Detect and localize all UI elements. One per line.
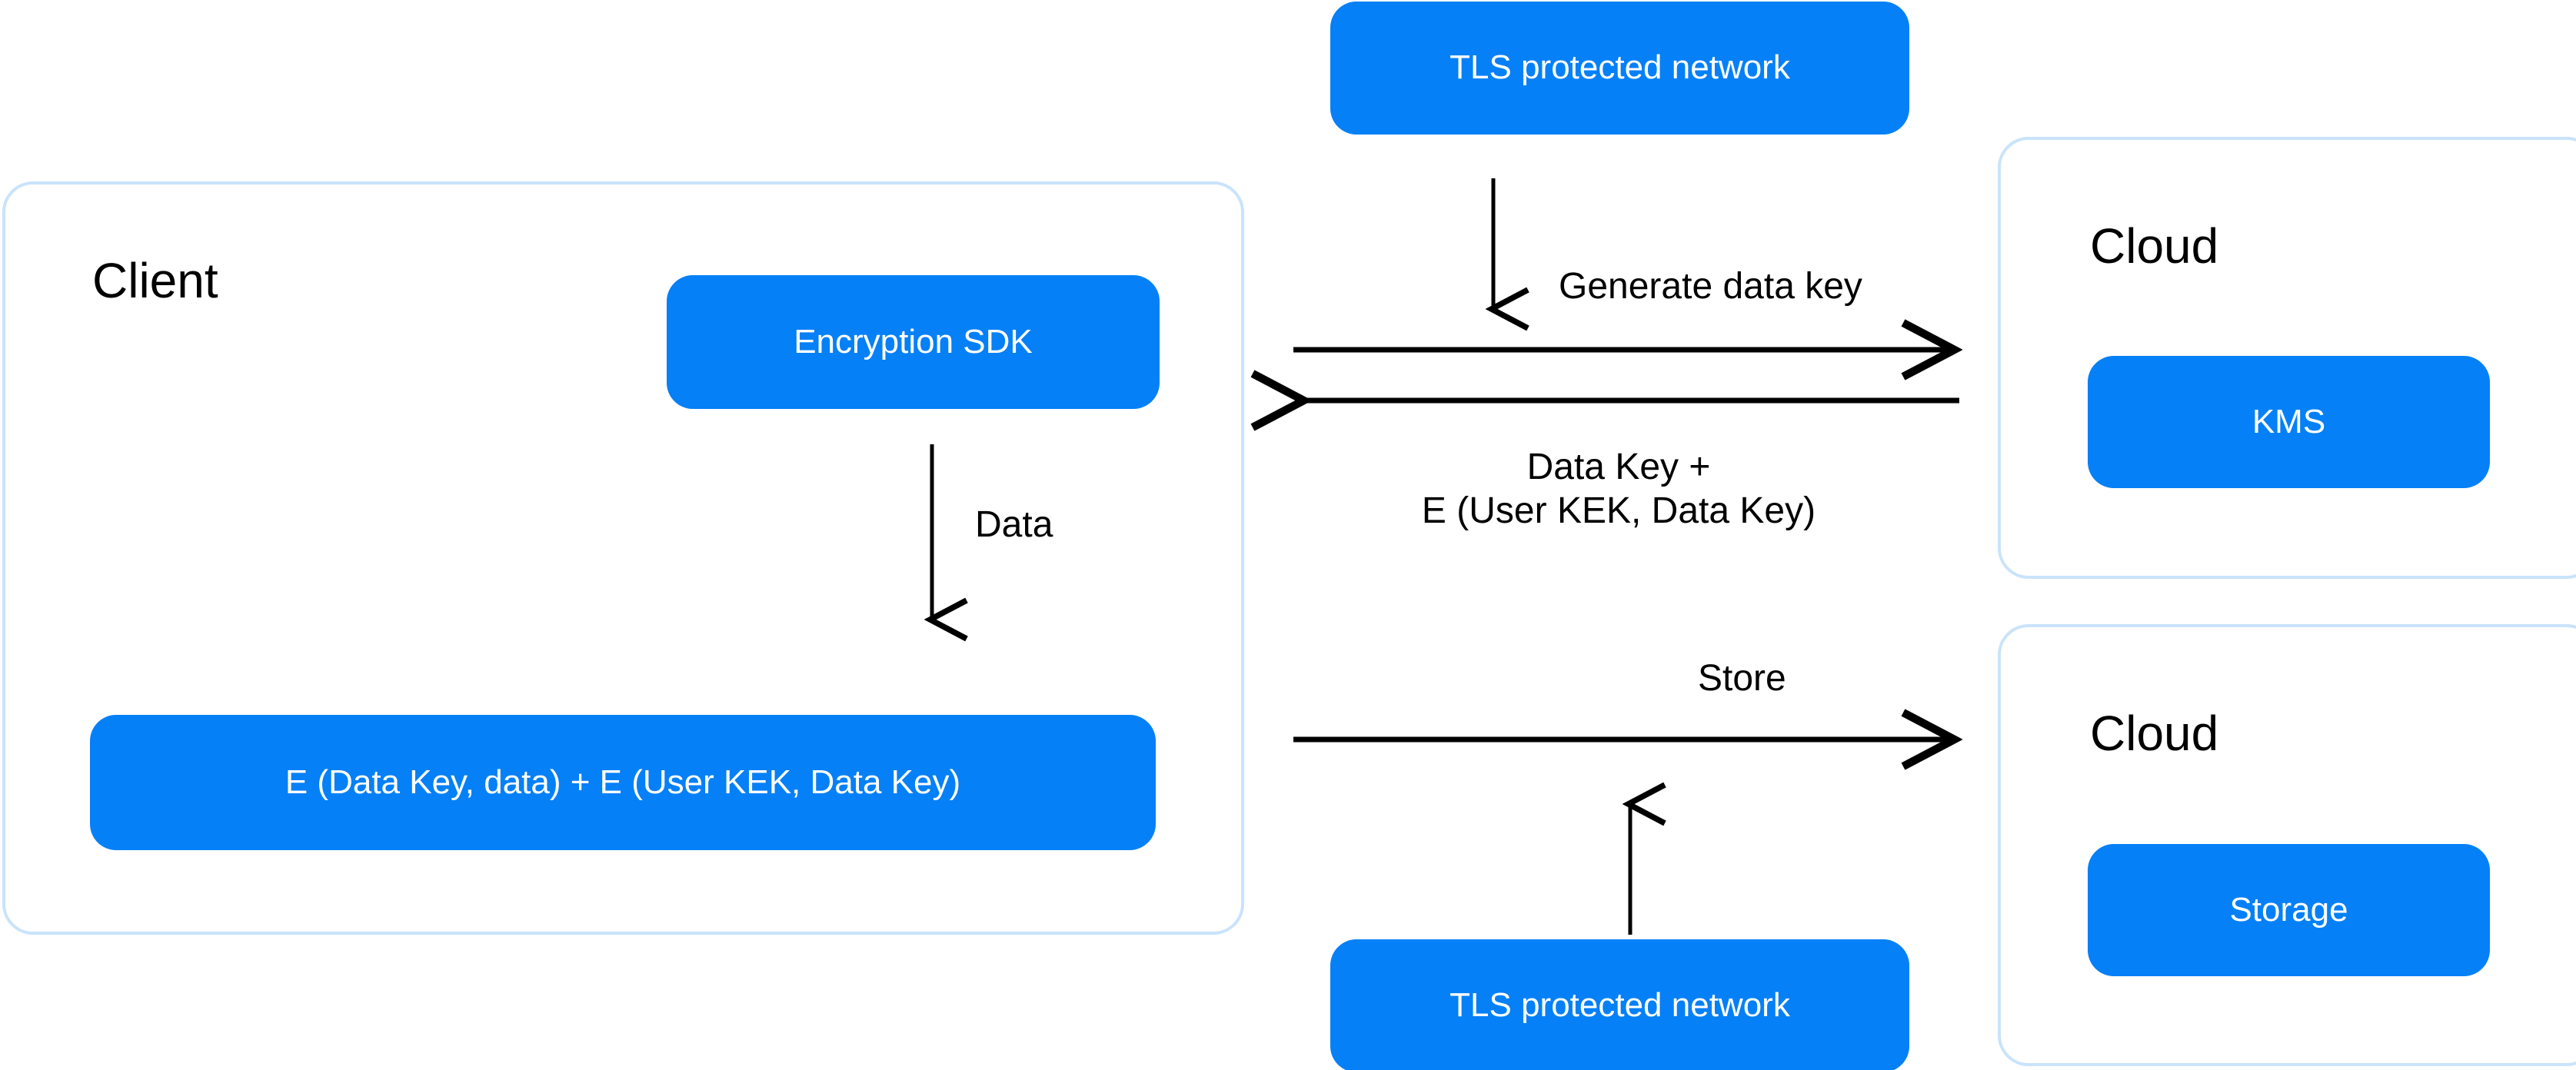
- cloud-kms-panel-title: Cloud: [2090, 218, 2219, 274]
- generate-data-key-edge-label: Generate data key: [1559, 266, 1862, 307]
- tls-protected-network-top-node[interactable]: TLS protected network: [1330, 2, 1909, 135]
- storage-node[interactable]: Storage: [2088, 844, 2490, 976]
- ciphertext-node[interactable]: E (Data Key, data) + E (User KEK, Data K…: [90, 715, 1156, 850]
- kms-node[interactable]: KMS: [2088, 356, 2490, 488]
- client-panel-title: Client: [92, 253, 218, 308]
- data-key-reply-line-1: Data Key +: [1526, 447, 1711, 487]
- data-key-reply-line-2: E (User KEK, Data Key): [1421, 490, 1816, 531]
- encryption-sdk-node[interactable]: Encryption SDK: [667, 275, 1160, 409]
- data-key-reply-edge-label: Data Key + E (User KEK, Data Key): [1307, 446, 1930, 533]
- tls-protected-network-bottom-node[interactable]: TLS protected network: [1330, 939, 1909, 1070]
- store-edge-label: Store: [1698, 658, 1786, 699]
- data-edge-label: Data: [975, 504, 1053, 545]
- cloud-storage-panel-title: Cloud: [2090, 706, 2219, 761]
